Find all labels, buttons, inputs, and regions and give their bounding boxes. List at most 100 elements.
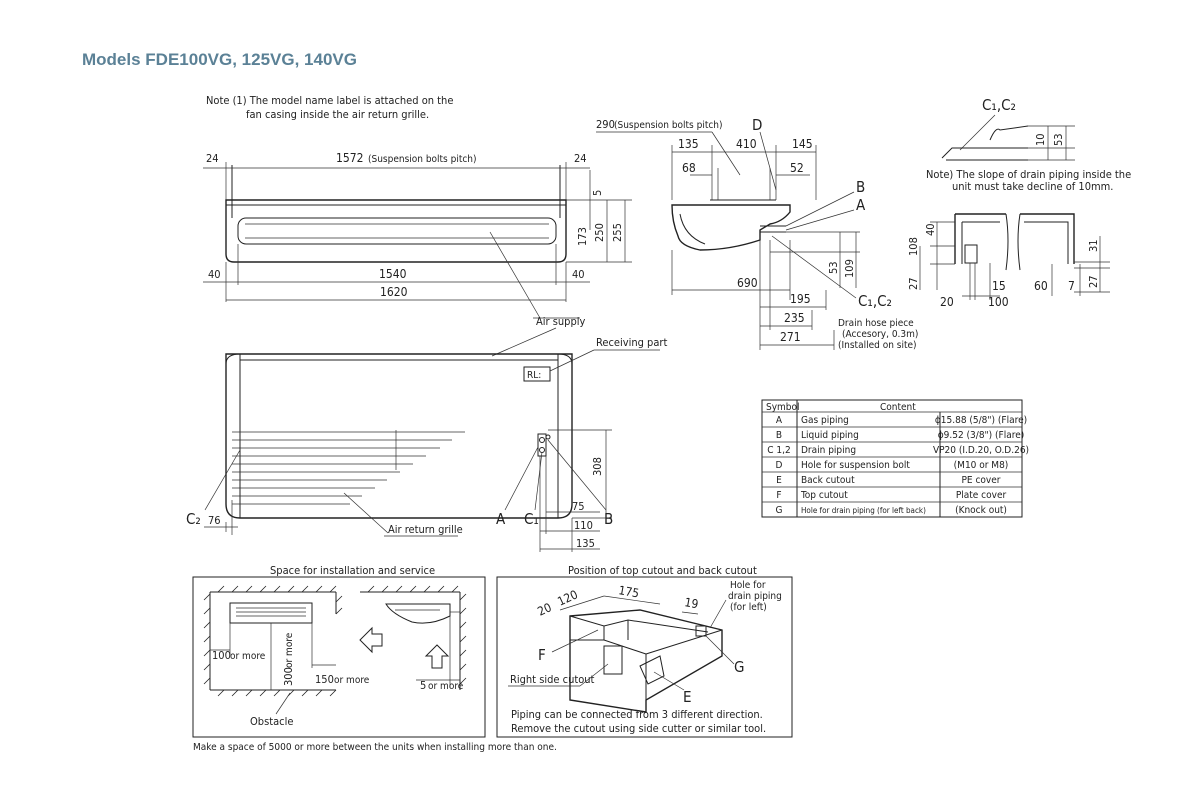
space-title: Space for installation and service — [270, 564, 435, 577]
space-300: 300 — [282, 667, 295, 686]
table-cell-symbol: E — [776, 475, 782, 486]
air-return-label: Air return grille — [388, 523, 463, 536]
cutout-dim-19: 19 — [683, 595, 699, 611]
hose-note-3: (Installed on site) — [838, 340, 917, 351]
front-top-view: 24 1572 (Suspension bolts pitch) 24 5 17… — [203, 151, 632, 302]
table-cell-value: PE cover — [962, 475, 1001, 486]
table-cell-symbol: B — [776, 430, 782, 441]
cutout-dim-175: 175 — [617, 583, 640, 600]
note1-line2: fan casing inside the air return grille. — [246, 108, 429, 121]
table-cell-symbol: G — [776, 505, 783, 516]
cutout-g-label: G — [734, 658, 744, 676]
side-dim-145: 145 — [792, 137, 813, 151]
table-cell-value: ϕ15.88 (5/8") (Flare) — [935, 415, 1027, 426]
table-header-content: Content — [880, 402, 916, 413]
front-b-label: B — [604, 510, 613, 528]
front-dim-135: 135 — [576, 537, 595, 550]
side-d-label: D — [752, 116, 762, 134]
receiving-part-label: Receiving part — [596, 336, 667, 349]
table-cell-value: Plate cover — [956, 490, 1007, 501]
front-dim-250: 250 — [593, 223, 606, 242]
front-pitch-note: (Suspension bolts pitch) — [368, 154, 477, 165]
space-150-more: or more — [334, 675, 370, 686]
cutout-panel: Position of top cutout and back cutout 2… — [496, 564, 793, 738]
cutout-right-side: Right side cutout — [510, 673, 595, 686]
side-dim-52: 52 — [790, 161, 804, 175]
slope-detail: C₁,C₂ 10 53 Note) The slope of drain pip… — [926, 96, 1131, 193]
slope-note-2: unit must take decline of 10mm. — [952, 180, 1113, 193]
table-cell-name: Drain piping — [801, 445, 856, 456]
front-dim-110: 110 — [574, 519, 593, 532]
table-cell-value: VP20 (I.D.20, O.D.26) — [933, 445, 1029, 456]
front-dim-76: 76 — [208, 514, 221, 527]
side-b-label: B — [856, 178, 865, 196]
detail-dim-60: 60 — [1034, 279, 1048, 293]
receiving-part-mark: RL: — [527, 370, 541, 381]
front-dim-1620: 1620 — [380, 285, 408, 299]
cutout-dim-20: 20 — [535, 600, 553, 619]
cutout-note-1: Piping can be connected from 3 different… — [511, 708, 763, 721]
space-5-more: or more — [428, 681, 464, 692]
side-dim-290: 290 — [596, 118, 615, 131]
detail-dim-20: 20 — [940, 295, 954, 309]
slope-c1c2-label: C₁,C₂ — [982, 96, 1016, 114]
front-c1-label: C₁ — [524, 510, 539, 528]
space-5: 5 — [420, 679, 426, 692]
space-footnote: Make a space of 5000 or more between the… — [193, 742, 557, 753]
table-cell-value: (M10 or M8) — [954, 460, 1009, 471]
side-dim-109: 109 — [843, 259, 856, 278]
front-dim-75: 75 — [572, 500, 585, 513]
detail-dim-27: 27 — [907, 277, 920, 290]
side-pitch-note: (Suspension bolts pitch) — [614, 120, 723, 131]
side-dim-410: 410 — [736, 137, 757, 151]
c2-label: C₂ — [186, 510, 201, 528]
front-dim-40-left: 40 — [208, 268, 221, 281]
piping-detail: 40 108 27 15 20 100 60 7 31 27 — [907, 213, 1110, 309]
front-dim-255: 255 — [611, 223, 624, 242]
space-100-more: or more — [230, 651, 266, 662]
detail-dim-15: 15 — [992, 279, 1006, 293]
table-cell-symbol: D — [776, 460, 783, 471]
side-dim-68: 68 — [682, 161, 696, 175]
table-cell-value: ϕ9.52 (3/8") (Flare) — [938, 430, 1025, 441]
table-cell-value: (Knock out) — [955, 505, 1007, 516]
table-cell-symbol: C 1,2 — [767, 445, 790, 456]
cutout-dim-120: 120 — [555, 587, 580, 608]
front-dim-173: 173 — [576, 227, 589, 246]
space-300-more: or more — [284, 632, 295, 668]
note1-line1: Note (1) The model name label is attache… — [206, 94, 453, 107]
cutout-hole-2: drain piping — [728, 591, 782, 602]
slope-dim-10: 10 — [1034, 133, 1047, 146]
table-cell-name: Hole for drain piping (for left back) — [801, 506, 926, 515]
cutout-hole-1: Hole for — [730, 580, 766, 591]
page-title: Models FDE100VG, 125VG, 140VG — [82, 50, 357, 69]
front-dim-24-right: 24 — [574, 152, 587, 165]
table-cell-name: Liquid piping — [801, 430, 859, 441]
side-c1c2-label: C₁,C₂ — [858, 292, 892, 310]
side-dim-235: 235 — [784, 311, 805, 325]
front-dim-308: 308 — [591, 457, 604, 476]
detail-dim-108: 108 — [907, 237, 920, 256]
space-installation-panel: Space for installation and service — [192, 564, 557, 753]
space-obstacle: Obstacle — [250, 715, 293, 728]
side-dim-271: 271 — [780, 330, 801, 344]
side-view: 290 (Suspension bolts pitch) D 135 410 1… — [596, 116, 918, 351]
front-dim-24-left: 24 — [206, 152, 219, 165]
table-header-symbol: Symbol — [766, 402, 800, 413]
detail-dim-31: 31 — [1087, 239, 1100, 252]
space-150: 150 — [315, 673, 334, 686]
slope-note-1: Note) The slope of drain piping inside t… — [926, 168, 1131, 181]
cutout-note-2: Remove the cutout using side cutter or s… — [511, 722, 766, 735]
cutout-hole-3: (for left) — [730, 602, 767, 613]
air-supply-label: Air supply — [536, 315, 585, 328]
cutout-f-label: F — [538, 646, 546, 664]
table-cell-name: Gas piping — [801, 415, 849, 426]
detail-dim-7: 7 — [1068, 279, 1075, 293]
hose-note-2: (Accesory, 0.3m) — [842, 329, 918, 340]
table-cell-symbol: F — [776, 490, 781, 501]
detail-dim-100: 100 — [988, 295, 1009, 309]
front-dim-1540: 1540 — [379, 267, 407, 281]
front-dim-1572: 1572 — [336, 151, 363, 165]
